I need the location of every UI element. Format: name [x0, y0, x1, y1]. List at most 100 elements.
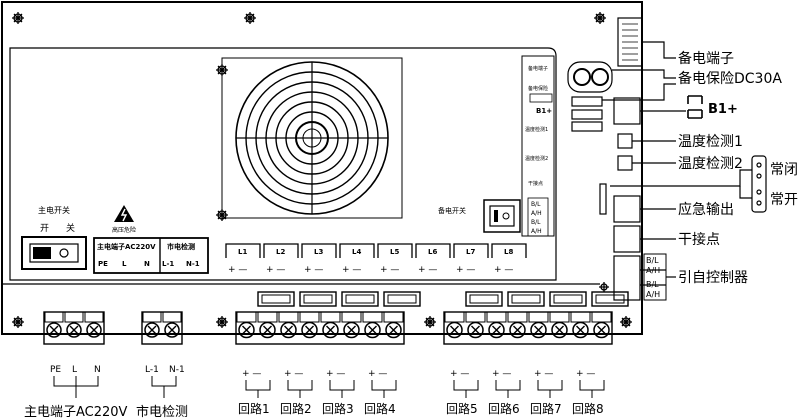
loop-bracket: [371, 380, 397, 398]
bottom-loop-label: 回路4: [364, 401, 396, 416]
terminal-screw-slot: [89, 325, 99, 335]
terminal-block: [141, 311, 183, 345]
bottom-main-term-label: L: [72, 365, 77, 375]
b1-fuse-icon: [687, 95, 703, 119]
board-fuse-mark: [529, 93, 553, 103]
bottom-loop-label: 回路1: [238, 401, 270, 416]
terminal-screw-icon[interactable]: [46, 322, 62, 338]
terminal-tab: [528, 311, 549, 323]
board-ah-label-2: A/H: [531, 228, 542, 235]
terminal-screw-icon[interactable]: [259, 321, 276, 339]
terminal-screw-icon[interactable]: [238, 321, 255, 339]
bottom-loop-label: 回路5: [446, 401, 478, 416]
fuse-holder-inner: [303, 294, 333, 304]
terminal-tab: [44, 311, 64, 323]
terminal-screw-icon[interactable]: [144, 322, 160, 338]
fuse-holder-icon: [507, 291, 545, 307]
terminal-tab: [549, 311, 570, 323]
terminal-tab: [278, 311, 299, 323]
terminal-tab: [444, 311, 465, 323]
terminal-screw-icon[interactable]: [593, 321, 610, 339]
terminal-screw-icon[interactable]: [322, 321, 339, 339]
terminal-screw-slot: [147, 325, 157, 335]
terminal-screw-icon[interactable]: [572, 321, 589, 339]
terminal-screw-icon[interactable]: [86, 322, 102, 338]
fuse-holder-icon: [299, 291, 337, 307]
callout-normally-closed: 常闭: [770, 162, 798, 178]
fuse-holder-inner: [469, 294, 499, 304]
terminal-block: [443, 311, 613, 345]
terminal-screw-icon[interactable]: [385, 321, 402, 339]
terminal-screw-icon[interactable]: [509, 321, 526, 339]
terminal-screw-icon[interactable]: [164, 322, 180, 338]
bottom-detect-label: 市电检测: [136, 404, 188, 418]
terminal-screw-icon[interactable]: [364, 321, 381, 339]
terminal-screw-icon[interactable]: [66, 322, 82, 338]
loop-polarity-label: + —: [576, 369, 595, 379]
board-loop-box: [263, 243, 299, 258]
terminal-tab: [383, 311, 404, 323]
hv-warning-text: 高压危险: [112, 226, 136, 234]
terminal-screw-slot: [492, 325, 501, 335]
bottom-main-term-label: PE: [50, 365, 61, 375]
terminal-screw-icon[interactable]: [551, 321, 568, 339]
board-main-terminal-title: 主电端子AC220V: [97, 242, 156, 251]
fuse-holder-icon: [591, 291, 629, 307]
terminal-screw-slot: [389, 325, 398, 335]
loop-polarity-label: + —: [326, 369, 345, 379]
terminal-screw-icon[interactable]: [446, 321, 463, 339]
main-switch-close-label: 关: [66, 222, 75, 234]
terminal-screw-icon[interactable]: [467, 321, 484, 339]
board-text-backup-fuse: 备电保险: [528, 85, 548, 92]
terminal-screw-slot: [534, 325, 543, 335]
terminal-screw-slot: [597, 325, 606, 335]
terminal-screw-icon[interactable]: [343, 321, 360, 339]
callout-bl-1: B/L: [646, 256, 659, 265]
fan-icon: [221, 57, 403, 219]
terminal-screw-icon[interactable]: [301, 321, 318, 339]
terminal-screw-icon[interactable]: [530, 321, 547, 339]
bottom-main-label: 主电端子AC220V: [24, 405, 128, 418]
board-text-temp1: 温度检测1: [525, 126, 548, 133]
loop-bracket: [537, 380, 563, 398]
main-term-bracket: [53, 376, 99, 398]
callout-dry-contact: 干接点: [678, 231, 720, 248]
loop-bracket: [245, 380, 271, 398]
board-loop-box: [339, 243, 375, 258]
board-bh-label-1: B/L: [531, 201, 541, 208]
main-switch-open-label: 开: [40, 223, 49, 234]
board-loop-label: L4: [352, 248, 361, 256]
board-loop-labels: L1+ —L2+ —L3+ —L4+ —L5+ —L6+ —L7+ —L8+ —: [225, 243, 527, 275]
terminal-tab: [591, 311, 612, 323]
fuse-holder-inner: [261, 294, 291, 304]
loop-bracket: [453, 380, 479, 398]
loop-polarity-label: + —: [368, 369, 387, 379]
terminal-screw-icon[interactable]: [280, 321, 297, 339]
bottom-loop-label: 回路8: [572, 401, 604, 416]
backup-switch-indicator: [502, 212, 510, 220]
terminal-tab: [64, 311, 84, 323]
loop-polarity-label: + —: [284, 369, 303, 379]
backup-switch[interactable]: [489, 205, 515, 227]
fuse-holder-icon: [257, 291, 295, 307]
board-mains-detect-title: 市电检测: [167, 242, 195, 251]
fuse-holder-icon: [341, 291, 379, 307]
terminal-screw-icon[interactable]: [488, 321, 505, 339]
callout-backup-terminal: 备电端子: [678, 50, 734, 67]
fuse-holder-inner: [387, 294, 417, 304]
right-connectors: [567, 17, 643, 301]
callout-from-controller: 引自控制器: [678, 270, 748, 286]
fuse-holder-inner: [345, 294, 375, 304]
terminal-screw-slot: [49, 325, 59, 335]
main-switch-frame: [21, 236, 87, 270]
backup-switch-rocker: [494, 210, 498, 222]
bottom-detect-term-label: N-1: [169, 365, 185, 375]
board-bh-labels: B/L A/H B/L A/H: [527, 197, 549, 237]
terminal-tab: [465, 311, 486, 323]
callout-ah-2: A/H: [646, 290, 660, 299]
board-loop-polarity: + —: [494, 265, 513, 275]
board-loop-polarity: + —: [456, 265, 475, 275]
terminal-screw-slot: [513, 325, 522, 335]
callout-normally-open: 常开: [770, 192, 798, 208]
